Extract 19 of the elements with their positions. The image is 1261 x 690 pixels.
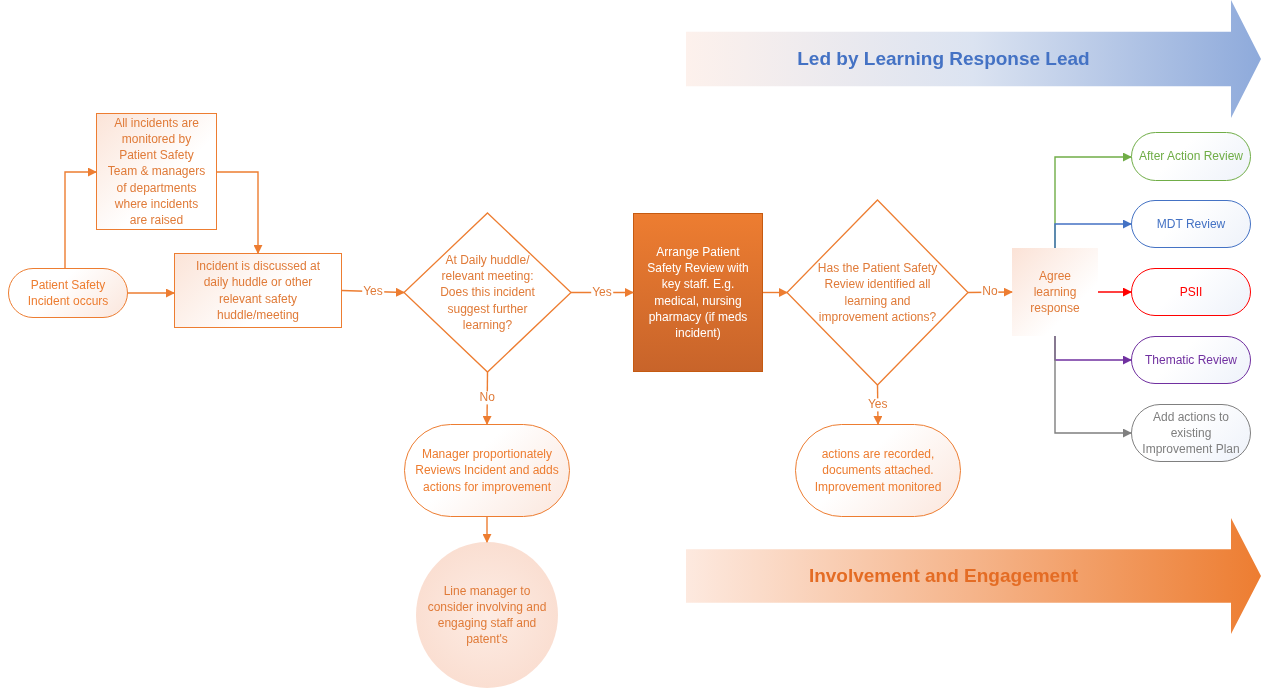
rounded-process-box: Thematic Review <box>1131 336 1251 384</box>
edge-label: No <box>478 391 496 405</box>
rounded-process-box: Manager proportionately Reviews Incident and adds actions for improvement <box>404 424 570 517</box>
process-box: Agree learning response <box>1012 248 1098 336</box>
rounded-process-box: Patient Safety Incident occurs <box>8 268 128 318</box>
decision-diamond: At Daily huddle/ relevant meeting: Does this incident suggest further learning? <box>404 213 571 372</box>
rounded-process-box: actions are recorded, documents attached. Improvement monitored <box>795 424 961 517</box>
decision-diamond: Has the Patient Safety Review identified all learning and improvement actions? <box>787 200 968 385</box>
circle-node: Line manager to consider involving and engaging staff and patent's <box>416 542 558 688</box>
process-box: Arrange Patient Safety Review with key staff. E.g. medical, nursing pharmacy (if meds incident) <box>633 213 763 372</box>
rounded-process-box: PSII <box>1131 268 1251 316</box>
process-box: All incidents are monitored by Patient Safety Team & managers of departments where incidents are raised <box>96 113 217 230</box>
rounded-process-box: Add actions to existing Improvement Plan <box>1131 404 1251 462</box>
rounded-process-box: MDT Review <box>1131 200 1251 248</box>
rounded-process-box: After Action Review <box>1131 132 1251 181</box>
banner-arrow: Led by Learning Response Lead <box>686 0 1261 118</box>
edge-label: Yes <box>866 397 889 412</box>
banner-arrow: Involvement and Engagement <box>686 518 1261 634</box>
process-box: Incident is discussed at daily huddle or other relevant safety huddle/meeting <box>174 253 342 328</box>
